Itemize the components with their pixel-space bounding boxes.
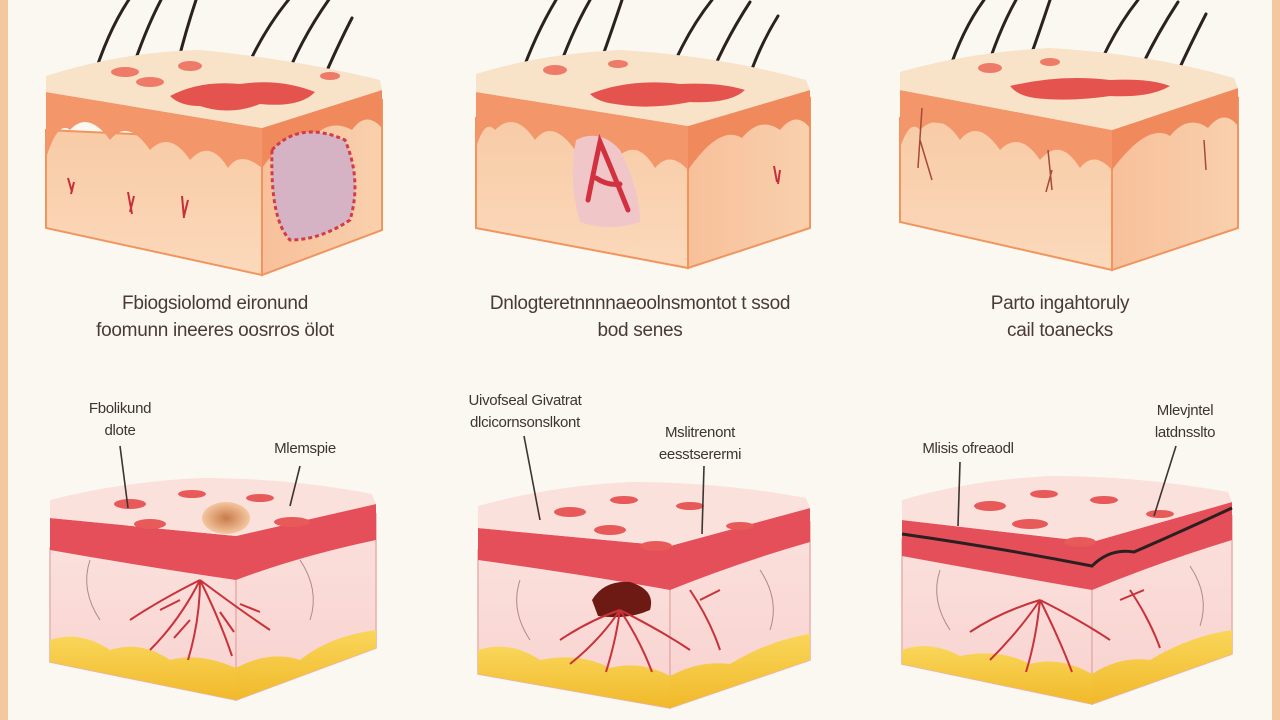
label-line: Mlemspie <box>274 440 336 457</box>
incision-line <box>901 506 1233 568</box>
skin-block-top-center <box>475 0 811 270</box>
surface-lesions <box>554 496 754 551</box>
caption-line: foomunn ineeres oosrros ölot <box>96 320 334 341</box>
frame-edge-left <box>0 0 8 720</box>
label-bottom-left-1: Fbolikund dlote <box>70 398 170 442</box>
label-leader-lines <box>119 435 1177 535</box>
wound-tissue <box>585 133 631 213</box>
label-line: Mlevjntel <box>1156 402 1214 419</box>
caption-line: Dnlogteretnnnnaeoolnsmontot t ssod <box>489 293 791 314</box>
caption-top-right: Parto ingahtoruly cail toanecks <box>960 290 1160 344</box>
small-vessels <box>67 177 189 219</box>
surface-lesions <box>974 490 1174 547</box>
label-bottom-center-1: Uivofseal Givatrat dlcicornsonslkont <box>440 390 610 434</box>
surface-lesions <box>543 60 745 107</box>
skin-block-bottom-center <box>477 482 811 710</box>
small-vessels <box>773 165 781 185</box>
small-vessels <box>917 107 1207 193</box>
caption-line: Parto ingahtoruly <box>990 293 1130 314</box>
frame-edge-right <box>1272 0 1280 720</box>
label-bottom-right-2: Mlevjntel latdnsslto <box>1130 400 1240 444</box>
skin-block-bottom-left <box>49 478 377 702</box>
bruise-mark <box>202 502 250 534</box>
caption-line: cail toanecks <box>1007 320 1113 341</box>
surface-lesions <box>978 58 1170 100</box>
label-line: Mslitrenont <box>664 424 736 441</box>
label-bottom-center-2: Mslitrenont eesstserermi <box>640 422 760 466</box>
caption-line: Fbiogsiolomd eironund <box>122 293 308 314</box>
label-line: latdnsslto <box>1154 424 1216 441</box>
label-line: Fbolikund <box>88 400 152 417</box>
label-line: dlote <box>104 422 136 439</box>
dermis-fibers <box>936 565 1204 631</box>
label-bottom-right-1: Mlisis ofreaodl <box>898 438 1038 460</box>
label-line: Mlisis ofreaodl <box>922 440 1014 457</box>
caption-top-center: Dnlogteretnnnnaeoolnsmontot t ssod bod s… <box>470 290 810 344</box>
blood-vessels <box>969 589 1161 673</box>
surface-lesions <box>111 61 340 111</box>
caption-line: bod senes <box>597 320 683 341</box>
blood-vessels <box>559 589 721 673</box>
skin-block-bottom-right <box>901 476 1233 706</box>
skin-block-top-right <box>899 0 1239 272</box>
label-line: dlcicornsonslkont <box>470 414 580 431</box>
label-line: Uivofseal Givatrat <box>468 392 582 409</box>
dermis-fibers <box>516 569 774 641</box>
skin-block-top-left <box>45 0 383 277</box>
blood-vessels <box>129 579 271 661</box>
dermis-fibers <box>86 559 314 621</box>
surface-lesions <box>114 490 310 529</box>
dark-clot-mark <box>592 581 652 618</box>
label-bottom-left-2: Mlemspie <box>250 438 360 460</box>
label-line: eesstserermi <box>658 446 742 463</box>
caption-top-left: Fbiogsiolomd eironund foomunn ineeres oo… <box>60 290 370 344</box>
